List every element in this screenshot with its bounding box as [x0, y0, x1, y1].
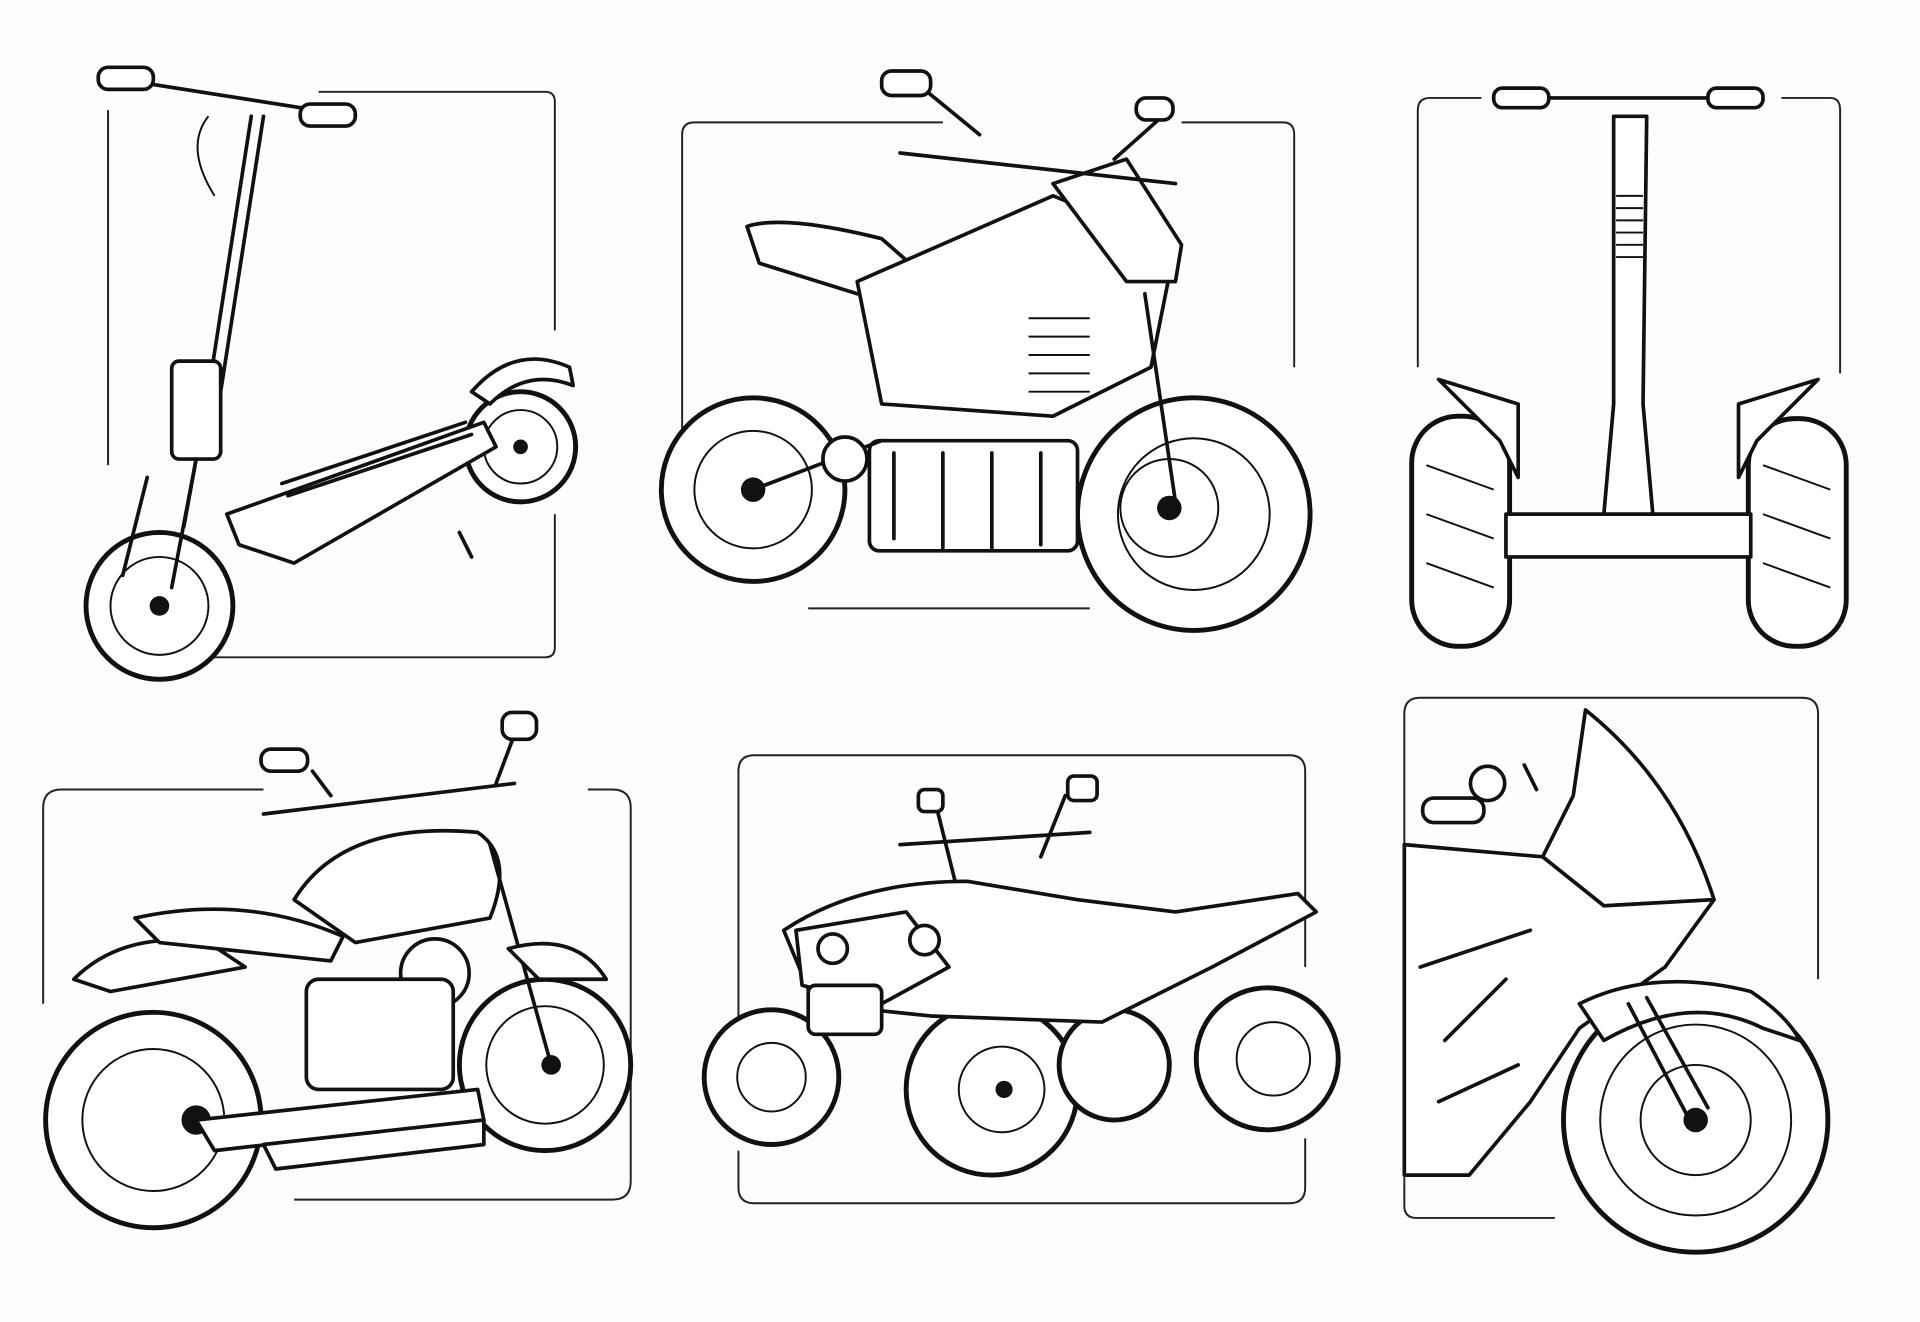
panel-frame — [1416, 96, 1842, 374]
sport-motorcycle-icon — [1402, 696, 1831, 1255]
panel-frame — [107, 90, 556, 659]
panel-frame — [1403, 696, 1820, 1219]
atv-quad-bike-icon — [701, 754, 1341, 1205]
self-balancing-scooter-icon — [1409, 86, 1849, 649]
panel-frame — [737, 754, 1307, 1205]
cruiser-motorcycle-icon — [42, 710, 634, 1231]
panel-frame — [42, 788, 632, 1201]
panel-frame — [681, 121, 1296, 610]
electric-naked-motorcycle-icon — [658, 69, 1313, 633]
electric-kick-scooter-icon — [83, 65, 579, 682]
